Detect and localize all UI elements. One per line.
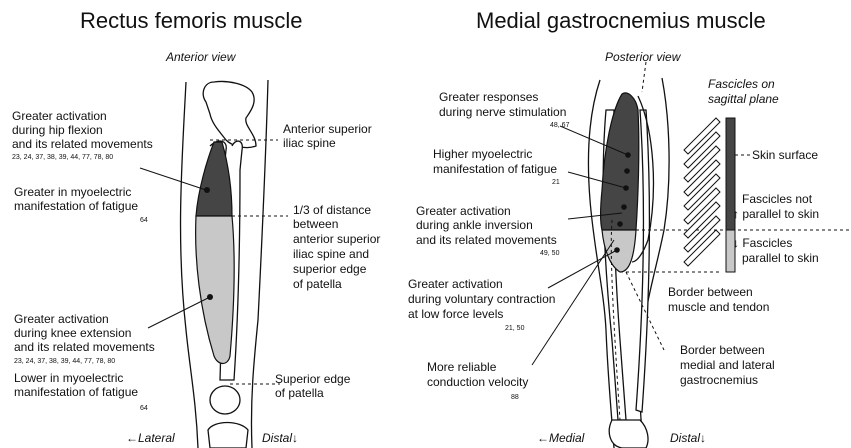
ms-dot-2 (624, 168, 630, 174)
svg-text:Higher myoelectric: Higher myoelectric (433, 147, 532, 161)
right-view-label: Posterior view (605, 50, 682, 64)
medial-gastrocnemius-panel: Medial gastrocnemius muscle Posterior vi… (408, 8, 851, 448)
hip-flexion-refs: 23, 24, 37, 38, 39, 44, 77, 78, 80 (12, 154, 113, 161)
svg-text:anterior superior: anterior superior (293, 232, 380, 246)
svg-text:during hip flexion: during hip flexion (12, 123, 103, 137)
svg-text:Greater in myoelectric: Greater in myoelectric (14, 185, 131, 199)
svg-text:sagittal plane: sagittal plane (708, 92, 779, 106)
label-nerve: Greater responses during nerve stimulati… (439, 90, 570, 129)
label-ankle-inversion: Greater activation during ankle inversio… (416, 204, 560, 257)
svg-text:medial and lateral: medial and lateral (680, 358, 775, 372)
svg-text:during nerve stimulation: during nerve stimulation (439, 105, 566, 119)
svg-text:muscle and tendon: muscle and tendon (668, 300, 769, 314)
left-view-label: Anterior view (165, 50, 237, 64)
thigh-outline-medial (251, 80, 268, 448)
knee-extension-refs: 23, 24, 37, 38, 39, 44, 77, 78, 80 (14, 358, 115, 365)
direction-distal-left: Distal↓ (262, 431, 298, 445)
direction-lateral: ←Lateral (126, 431, 175, 445)
svg-text:superior edge: superior edge (293, 262, 367, 276)
svg-text:at low force levels: at low force levels (408, 307, 503, 321)
svg-text:Border between: Border between (668, 285, 753, 299)
svg-text:More reliable: More reliable (427, 360, 497, 374)
svg-text:1/3 of distance: 1/3 of distance (293, 203, 371, 217)
label-asis: Anterior superior iliac spine (283, 122, 372, 150)
conduction-ref: 88 (511, 394, 519, 401)
fatigue-higher-ref: 21 (552, 179, 560, 186)
svg-text:Anterior superior: Anterior superior (283, 122, 372, 136)
nerve-refs: 48, 67 (550, 122, 570, 129)
svg-text:of patella: of patella (293, 277, 342, 291)
label-voluntary: Greater activation during voluntary cont… (408, 277, 555, 332)
svg-text:Fascicles on: Fascicles on (708, 77, 775, 91)
left-title: Rectus femoris muscle (80, 8, 303, 33)
voluntary-refs: 21, 50 (505, 325, 525, 332)
direction-distal-right: Distal↓ (670, 431, 706, 445)
label-fatigue-lower: Lower in myoelectric manifestation of fa… (14, 371, 148, 412)
label-conduction: More reliable conduction velocity 88 (427, 360, 528, 401)
svg-text:Greater responses: Greater responses (439, 90, 538, 104)
svg-text:iliac spine: iliac spine (283, 136, 336, 150)
leader-hip-flexion (140, 168, 206, 190)
not-parallel-line1: Fascicles not (742, 192, 813, 206)
fascicle-lines (684, 118, 720, 266)
svg-text:and its related movements: and its related movements (12, 137, 153, 151)
thigh-outline (181, 82, 198, 448)
label-knee-extension: Greater activation during knee extension… (14, 312, 155, 365)
svg-text:Greater activation: Greater activation (408, 277, 503, 291)
svg-text:gastrocnemius: gastrocnemius (680, 373, 758, 387)
rectus-femoris-light-region (196, 216, 235, 364)
vertical-dash-top (642, 62, 646, 92)
parallel-line1: ↓ Fascicles (733, 236, 792, 250)
svg-text:Greater activation: Greater activation (12, 109, 107, 123)
svg-text:during knee extension: during knee extension (14, 326, 131, 340)
ms-dot-4 (621, 204, 627, 210)
label-fatigue-higher: Higher myoelectric manifestation of fati… (433, 147, 560, 186)
svg-text:manifestation of fatigue: manifestation of fatigue (14, 199, 138, 213)
parallel-line2: parallel to skin (742, 251, 819, 265)
label-third-distance: 1/3 of distance between anterior superio… (293, 203, 380, 291)
tibia-bone (208, 423, 248, 448)
pelvis-bone (203, 81, 256, 147)
label-border-heads: Border between medial and lateral gastro… (680, 343, 775, 387)
not-parallel-line2: ↑ parallel to skin (733, 207, 819, 221)
svg-text:iliac spine and: iliac spine and (293, 247, 369, 261)
svg-text:and its related movements: and its related movements (14, 340, 155, 354)
svg-text:between: between (293, 217, 338, 231)
ankle-inversion-refs: 49, 50 (540, 250, 560, 257)
svg-text:manifestation of fatigue: manifestation of fatigue (14, 385, 138, 399)
rectus-femoris-panel: Rectus femoris muscle Anterior view Grea… (12, 8, 380, 448)
fatigue-lower-ref: 64 (140, 405, 148, 412)
skin-surface-label: Skin surface (752, 148, 818, 162)
direction-medial: ←Medial (537, 431, 585, 445)
label-hip-flexion: Greater activation during hip flexion an… (12, 109, 153, 161)
label-patella-edge: Superior edge of patella (275, 372, 351, 400)
svg-text:Greater activation: Greater activation (14, 312, 109, 326)
svg-text:of patella: of patella (275, 386, 324, 400)
patella-bone (210, 386, 240, 414)
svg-text:Superior edge: Superior edge (275, 372, 351, 386)
label-border-tendon: Border between muscle and tendon (668, 285, 769, 314)
svg-text:and its related movements: and its related movements (416, 233, 557, 247)
fascicle-diagram: Fascicles on sagittal plane Skin surface… (684, 77, 819, 272)
right-title: Medial gastrocnemius muscle (476, 8, 766, 33)
svg-text:Lower in myoelectric: Lower in myoelectric (14, 371, 123, 385)
leader-knee-extension (148, 297, 210, 328)
svg-text:during voluntary contraction: during voluntary contraction (408, 292, 555, 306)
fatigue-greater-ref: 64 (140, 217, 148, 224)
svg-text:during ankle inversion: during ankle inversion (416, 218, 533, 232)
ms-dot-5 (617, 221, 623, 227)
svg-text:Border between: Border between (680, 343, 765, 357)
label-fatigue-greater: Greater in myoelectric manifestation of … (14, 185, 148, 224)
foot-bone (609, 420, 648, 448)
svg-text:conduction velocity: conduction velocity (427, 375, 528, 389)
svg-text:manifestation of fatigue: manifestation of fatigue (433, 162, 557, 176)
svg-text:Greater activation: Greater activation (416, 204, 511, 218)
